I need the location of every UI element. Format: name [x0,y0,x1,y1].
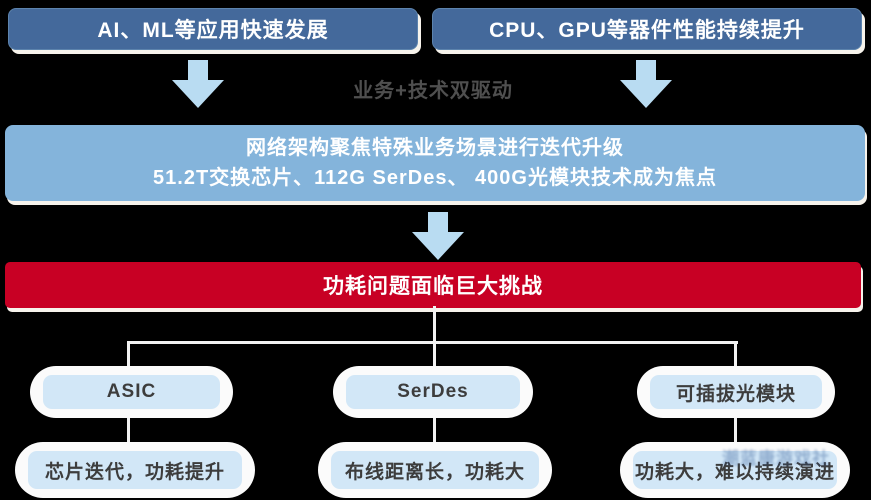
issue-pill-optical-module-label: 功耗大，难以持续演进 [633,451,837,489]
category-pill-asic: ASIC [30,366,233,418]
network-architecture-line1: 网络架构聚焦特殊业务场景进行迭代升级 [246,137,624,159]
power-challenge-label: 功耗问题面临巨大挑战 [323,275,543,298]
network-architecture-box: 网络架构聚焦特殊业务场景进行迭代升级 51.2T交换芯片、112G SerDes… [5,125,865,201]
connector-line [127,341,738,344]
down-arrow-icon [620,60,672,108]
issue-pill-asic: 芯片迭代，功耗提升 [15,442,255,498]
power-challenge-box: 功耗问题面临巨大挑战 [5,262,861,308]
driver-box-hardware-label: CPU、GPU等器件性能持续提升 [489,19,805,42]
category-pill-serdes: SerDes [333,366,533,418]
category-pill-asic-label: ASIC [43,375,220,409]
connector-line [433,306,436,343]
issue-pill-optical-module: 功耗大，难以持续演进 [620,442,850,498]
category-pill-serdes-label: SerDes [346,375,520,409]
driver-box-applications: AI、ML等应用快速发展 [8,8,418,50]
driver-box-applications-label: AI、ML等应用快速发展 [97,19,329,42]
down-arrow-icon [412,211,464,261]
dual-drive-caption: 业务+技术双驱动 [353,80,513,102]
category-pill-optical-module: 可插拔光模块 [637,366,835,418]
network-architecture-line2: 51.2T交换芯片、112G SerDes、 400G光模块技术成为焦点 [153,167,717,189]
issue-pill-asic-label: 芯片迭代，功耗提升 [28,451,242,489]
down-arrow-icon [172,60,224,108]
category-pill-optical-module-label: 可插拔光模块 [650,375,822,409]
issue-pill-serdes: 布线距离长，功耗大 [318,442,552,498]
issue-pill-serdes-label: 布线距离长，功耗大 [331,451,539,489]
driver-box-hardware: CPU、GPU等器件性能持续提升 [432,8,862,50]
